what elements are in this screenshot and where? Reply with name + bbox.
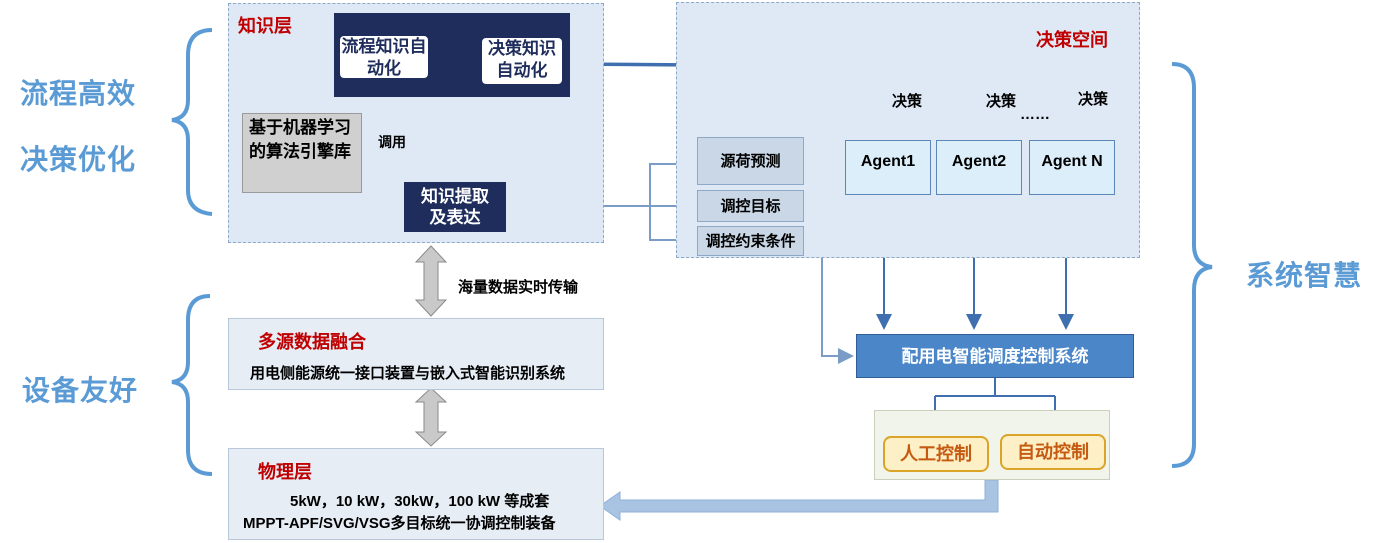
physical-layer-title: 物理层: [258, 462, 312, 482]
input-load-forecast-label: 源荷预测: [720, 153, 781, 170]
invoke-label: 调用: [378, 134, 406, 150]
input-control-constraints: 调控约束条件: [697, 226, 804, 256]
decision-label-1: 决策: [892, 93, 923, 110]
dispatch-system-box: 配用电智能调度控制系统: [856, 334, 1134, 378]
agent-box-n: Agent N: [1029, 140, 1115, 195]
physical-layer-line2: MPPT-APF/SVG/VSG多目标统一协调控制装备: [243, 515, 556, 532]
knowledge-extraction-box: 知识提取及表达: [404, 182, 506, 232]
left-brace-top: [171, 28, 213, 216]
data-transfer-label: 海量数据实时传输: [458, 279, 579, 296]
fusion-layer-subtitle: 用电侧能源统一接口装置与嵌入式智能识别系统: [250, 365, 566, 382]
agent-label-n: Agent N: [1041, 153, 1103, 170]
physical-layer-panel: [228, 448, 604, 540]
knowledge-layer-title: 知识层: [238, 16, 292, 36]
label-system-wisdom: 系统智慧: [1246, 260, 1363, 291]
physical-layer-line1: 5kW，10 kW，30kW，100 kW 等成套: [290, 493, 550, 510]
right-brace: [1171, 62, 1213, 468]
dispatch-system-label: 配用电智能调度控制系统: [901, 347, 1089, 366]
manual-control-box: 人工控制: [883, 436, 989, 472]
fusion-layer-panel: [228, 318, 604, 390]
feedback-arrow: [599, 479, 999, 521]
decision-ellipsis: ……: [1020, 106, 1050, 123]
input-control-constraints-label: 调控约束条件: [705, 233, 796, 250]
decision-automation-box: 决策知识自动化: [480, 36, 564, 86]
auto-control-label: 自动控制: [1017, 442, 1089, 462]
manual-control-label: 人工控制: [900, 444, 972, 464]
input-control-target-label: 调控目标: [720, 198, 781, 215]
label-device-friendly: 设备友好: [22, 375, 139, 406]
input-load-forecast: 源荷预测: [697, 137, 804, 185]
input-control-target: 调控目标: [697, 190, 804, 222]
label-process-efficiency: 流程高效: [20, 78, 137, 109]
decision-label-3: 决策: [1078, 91, 1109, 108]
fusion-layer-title: 多源数据融合: [258, 332, 366, 352]
agent-label-1: Agent1: [860, 153, 916, 170]
algorithm-library-label: 基于机器学习的算法引擎库: [249, 118, 351, 161]
algorithm-library-box: 基于机器学习的算法引擎库: [242, 113, 362, 193]
agent-box-2: Agent2: [936, 140, 1022, 195]
agent-label-2: Agent2: [951, 153, 1007, 170]
auto-control-box: 自动控制: [1000, 434, 1106, 470]
process-automation-label: 流程知识自动化: [341, 37, 427, 78]
process-automation-box: 流程知识自动化: [338, 34, 430, 80]
decision-automation-label: 决策知识自动化: [488, 39, 556, 80]
decision-space-title: 决策空间: [1036, 30, 1108, 50]
transfer-arrow-top: [414, 245, 448, 317]
left-brace-bottom: [171, 294, 213, 476]
agent-box-1: Agent1: [845, 140, 931, 195]
label-decision-optimization: 决策优化: [20, 144, 137, 175]
decision-label-2: 决策: [986, 93, 1017, 110]
transfer-arrow-bottom: [414, 387, 448, 447]
knowledge-extraction-label: 知识提取及表达: [421, 187, 489, 227]
